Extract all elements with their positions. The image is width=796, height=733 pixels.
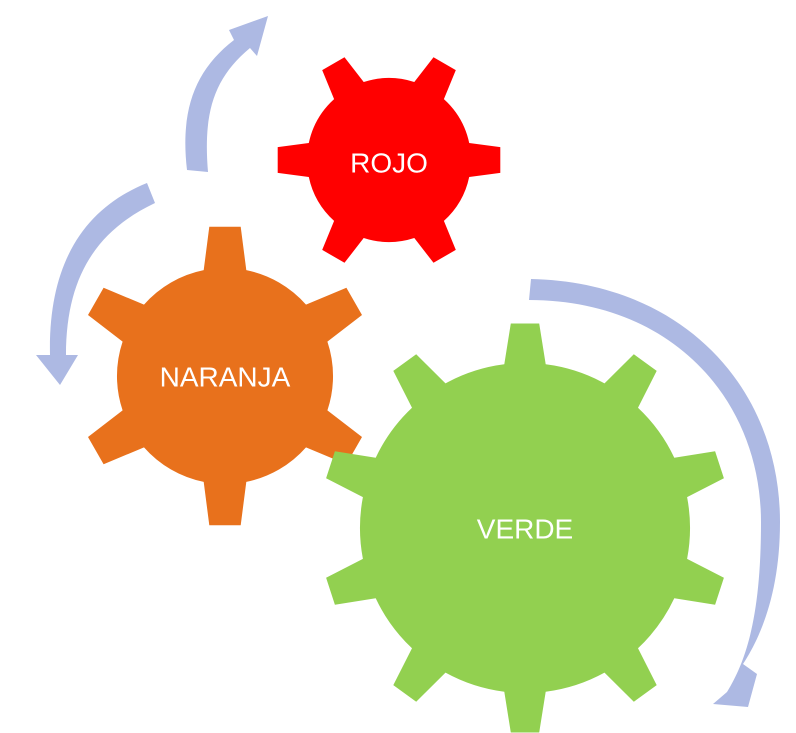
cycle-arrows bbox=[36, 16, 780, 707]
arrow-left bbox=[36, 183, 155, 385]
arrow-right bbox=[529, 279, 780, 707]
arrow-top bbox=[185, 16, 268, 172]
gear-rojo-shape bbox=[277, 57, 501, 263]
gear-verde: VERDE bbox=[326, 323, 724, 733]
gear-naranja-shape bbox=[88, 226, 362, 526]
gear-rojo-label: ROJO bbox=[350, 148, 428, 179]
gear-rojo: ROJO bbox=[277, 57, 501, 263]
gear-verde-shape bbox=[326, 323, 724, 733]
gear-naranja: NARANJA bbox=[88, 226, 362, 526]
gear-verde-label: VERDE bbox=[477, 514, 573, 545]
gear-naranja-label: NARANJA bbox=[160, 362, 291, 393]
